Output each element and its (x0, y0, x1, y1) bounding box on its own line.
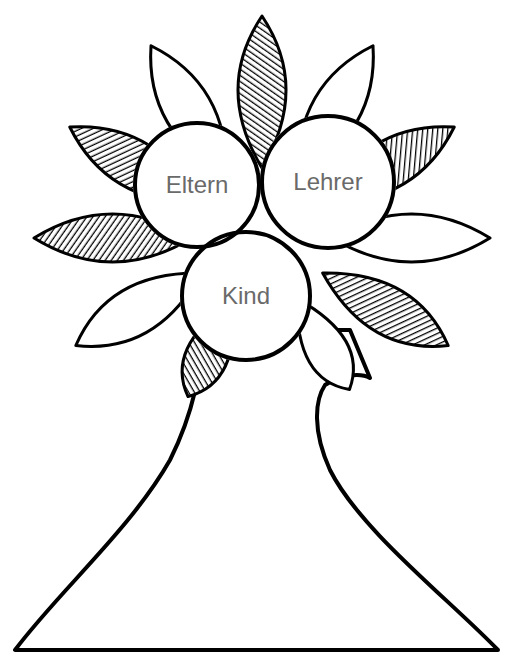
petals (34, 16, 490, 405)
circle-node: Lehrer (260, 114, 396, 250)
vase (15, 330, 498, 650)
circle-ground (133, 114, 396, 362)
circle-label: Kind (222, 284, 270, 308)
circle-label: Lehrer (293, 170, 362, 194)
circle-node: Kind (180, 230, 312, 362)
circle-node: Eltern (133, 121, 261, 249)
circle-label: Eltern (166, 173, 229, 197)
